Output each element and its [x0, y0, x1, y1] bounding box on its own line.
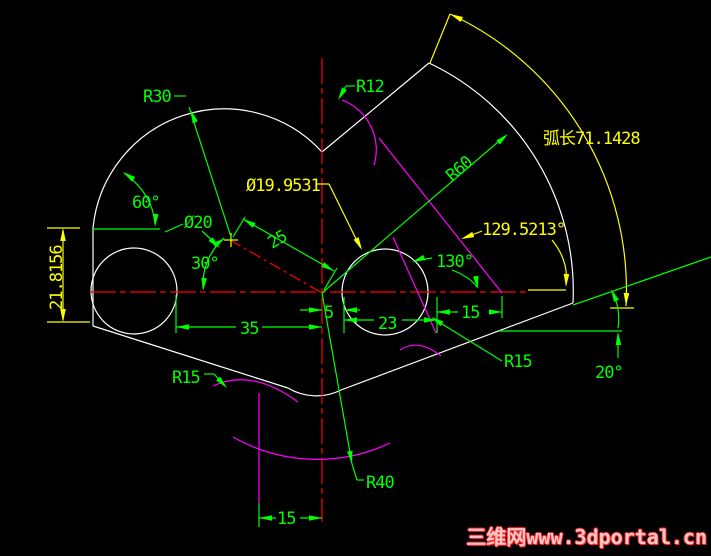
len-15-bottom-label: 15	[277, 509, 295, 529]
dim-25-ext-b	[323, 267, 338, 291]
dim-5-arrow-b	[344, 307, 357, 313]
arc-length-label: 弧长71.1428	[543, 129, 640, 149]
r12-label: R12	[356, 77, 384, 97]
len-5-label: 5	[324, 303, 333, 323]
dim-dia19-leader	[328, 183, 361, 248]
dim-60-arrow-a	[123, 172, 136, 182]
dim-5-arrow-a	[309, 307, 322, 313]
len-23-label: 23	[378, 314, 396, 334]
dim-r40-elbow-a	[351, 463, 358, 481]
dim-30-arrow-b	[201, 277, 207, 291]
dim-r40-radial	[321, 292, 353, 465]
bore-circle-left	[90, 247, 178, 335]
dim-dia20-tail	[164, 223, 184, 233]
dim-60-arrow-b	[152, 213, 159, 227]
r15-right-label: R15	[504, 352, 532, 372]
len-21-8156-label: 21.8156	[47, 245, 67, 310]
dim-dia19-arrow	[353, 237, 362, 250]
dia-20-label: Ø20	[184, 213, 212, 233]
profile-bottom-left-edge	[92, 325, 289, 389]
dim-23-arrow-b	[424, 317, 437, 323]
dim-r12-arrow	[338, 87, 347, 100]
profile-r30-arc	[92, 108, 323, 229]
dim-130-leader	[413, 257, 433, 262]
dim-129-arrow-b	[563, 273, 570, 287]
dim-r15-right-arrow	[431, 317, 444, 327]
dim-25-line	[242, 218, 335, 272]
dim-r15-left-arrow	[216, 376, 227, 388]
len-25-label: 25	[265, 227, 291, 254]
len-15-mid-label: 15	[461, 303, 479, 323]
dim-25-ext-a	[232, 216, 246, 238]
dim-r40-arrow	[346, 450, 353, 464]
construction-r12-arc	[341, 99, 377, 166]
dim-130-arrow-a	[412, 254, 426, 262]
dim-arclength-arrow-b	[623, 292, 630, 306]
dim-130-arrow-b	[472, 275, 479, 289]
dim-arclength-arrow-a	[450, 14, 463, 23]
dim-r60-arrow	[496, 134, 508, 145]
r60-label: R60	[442, 152, 477, 186]
dim-15-mid-arrow-a	[437, 309, 450, 315]
dim-arclength-ext	[429, 13, 451, 64]
dim-129-arrow-a	[461, 231, 475, 239]
dim-20-arrow-a	[611, 289, 620, 302]
dia-19-9531-label: Ø19.9531	[246, 176, 321, 196]
dim-25-arrow-b	[321, 262, 334, 271]
watermark: 三维网www.3dportal.cn	[466, 525, 707, 549]
dim-21-arrow-b	[60, 309, 66, 322]
angle-60-label: 60°	[132, 193, 160, 213]
dim-30-arrow-a	[212, 238, 225, 248]
dim-25-arrow-a	[243, 219, 256, 228]
dim-r30-arrow	[191, 110, 198, 124]
len-35-label: 35	[240, 319, 258, 339]
dim-r60-radial	[321, 135, 506, 294]
r30-label: R30	[143, 87, 171, 107]
dim-20-ray	[572, 256, 711, 306]
dim-arclength-arc	[449, 13, 628, 307]
dim-35-arrow-a	[176, 324, 189, 330]
dim-23-arrow-a	[344, 317, 357, 323]
angle-20-label: 20°	[595, 363, 623, 383]
dim-r15-right-leader	[433, 318, 503, 362]
profile-bottom-right-edge	[340, 302, 574, 391]
construction-r40-arc	[232, 436, 391, 460]
r40-label: R40	[366, 473, 394, 493]
construction-line-129	[392, 236, 437, 334]
profile-notch-right-line	[321, 62, 430, 153]
dim-15-mid-arrow-b	[489, 309, 502, 315]
profile-bottom-arc	[287, 387, 342, 397]
dim-15-bottom-arrow-a	[259, 515, 272, 521]
construction-r15-left-arc	[212, 379, 299, 403]
angle-130-label: 130°	[436, 252, 473, 272]
dim-21-arrow-a	[60, 228, 66, 241]
dim-35-arrow-b	[309, 324, 322, 330]
profile-r60-arc	[428, 62, 574, 304]
dim-r30-radial	[188, 106, 233, 241]
angle-129-5213-label: 129.5213°	[482, 220, 565, 240]
construction-r15-right-arc	[399, 344, 442, 357]
centerline-30deg	[229, 239, 323, 294]
r15-left-label: R15	[172, 368, 200, 388]
construction-line-130	[378, 137, 503, 294]
dim-130-arc	[451, 269, 478, 288]
angle-30-label: 30°	[191, 254, 219, 274]
dim-15-bottom-arrow-b	[309, 515, 322, 521]
